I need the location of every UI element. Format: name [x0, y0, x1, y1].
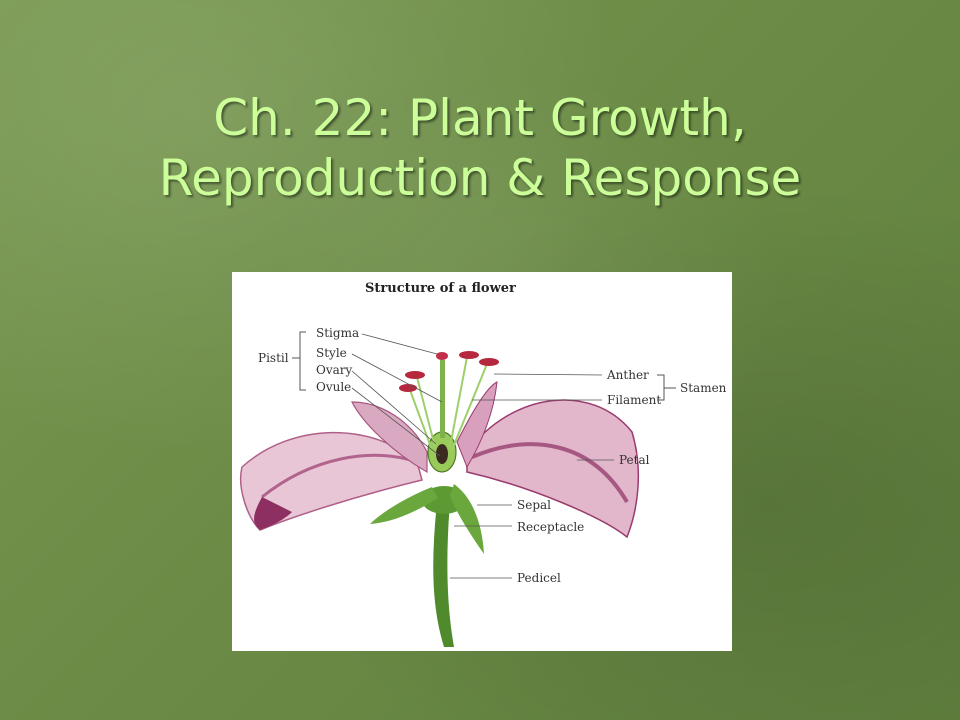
label-pedicel: Pedicel — [517, 571, 561, 585]
flower-diagram-svg: Structure of a flower Stigma Styl — [240, 281, 727, 647]
label-stigma: Stigma — [316, 326, 359, 340]
anther-4 — [399, 384, 417, 392]
petal-right — [466, 399, 640, 539]
petal-back-right — [456, 381, 498, 469]
leader-anther — [493, 373, 603, 376]
petal-left-tip — [254, 497, 292, 530]
stigma-shape — [436, 352, 448, 360]
stem — [433, 502, 454, 647]
label-pistil: Pistil — [258, 351, 289, 365]
style-shape — [440, 360, 445, 438]
anther-2 — [459, 351, 479, 359]
petal-right-vein — [471, 442, 629, 504]
pistil-bracket — [299, 331, 306, 391]
label-receptacle: Receptacle — [517, 520, 584, 534]
label-ovary: Ovary — [316, 363, 353, 377]
flower-diagram: Structure of a flower Stigma Styl — [232, 272, 732, 651]
sepal-right — [450, 484, 484, 554]
slide-title: Ch. 22: Plant Growth, Reproduction & Res… — [0, 88, 960, 208]
filament-2 — [449, 356, 468, 448]
label-style: Style — [316, 346, 347, 360]
leader-ovule — [351, 387, 441, 457]
leader-style — [351, 353, 443, 403]
ovule-shape — [436, 444, 448, 464]
leader-ovary — [351, 370, 437, 445]
slide-title-line-1: Ch. 22: Plant Growth, — [213, 89, 747, 147]
label-petal: Petal — [619, 453, 650, 467]
anther-3 — [479, 358, 499, 366]
filament-4 — [409, 389, 433, 451]
label-sepal: Sepal — [517, 498, 551, 512]
filament-1 — [416, 376, 436, 448]
petal-left-vein — [261, 453, 418, 499]
leader-stigma — [361, 333, 438, 355]
label-stamen: Stamen — [680, 381, 727, 395]
label-ovule: Ovule — [316, 380, 351, 394]
petal-left — [240, 431, 423, 531]
filament-3 — [451, 363, 488, 451]
sepal-left — [370, 487, 438, 524]
label-anther: Anther — [606, 368, 649, 382]
diagram-heading: Structure of a flower — [365, 281, 516, 296]
petal-back-left — [351, 401, 428, 474]
anther-1 — [405, 371, 425, 379]
slide-title-line-2: Reproduction & Response — [158, 149, 802, 207]
label-filament: Filament — [607, 393, 661, 407]
